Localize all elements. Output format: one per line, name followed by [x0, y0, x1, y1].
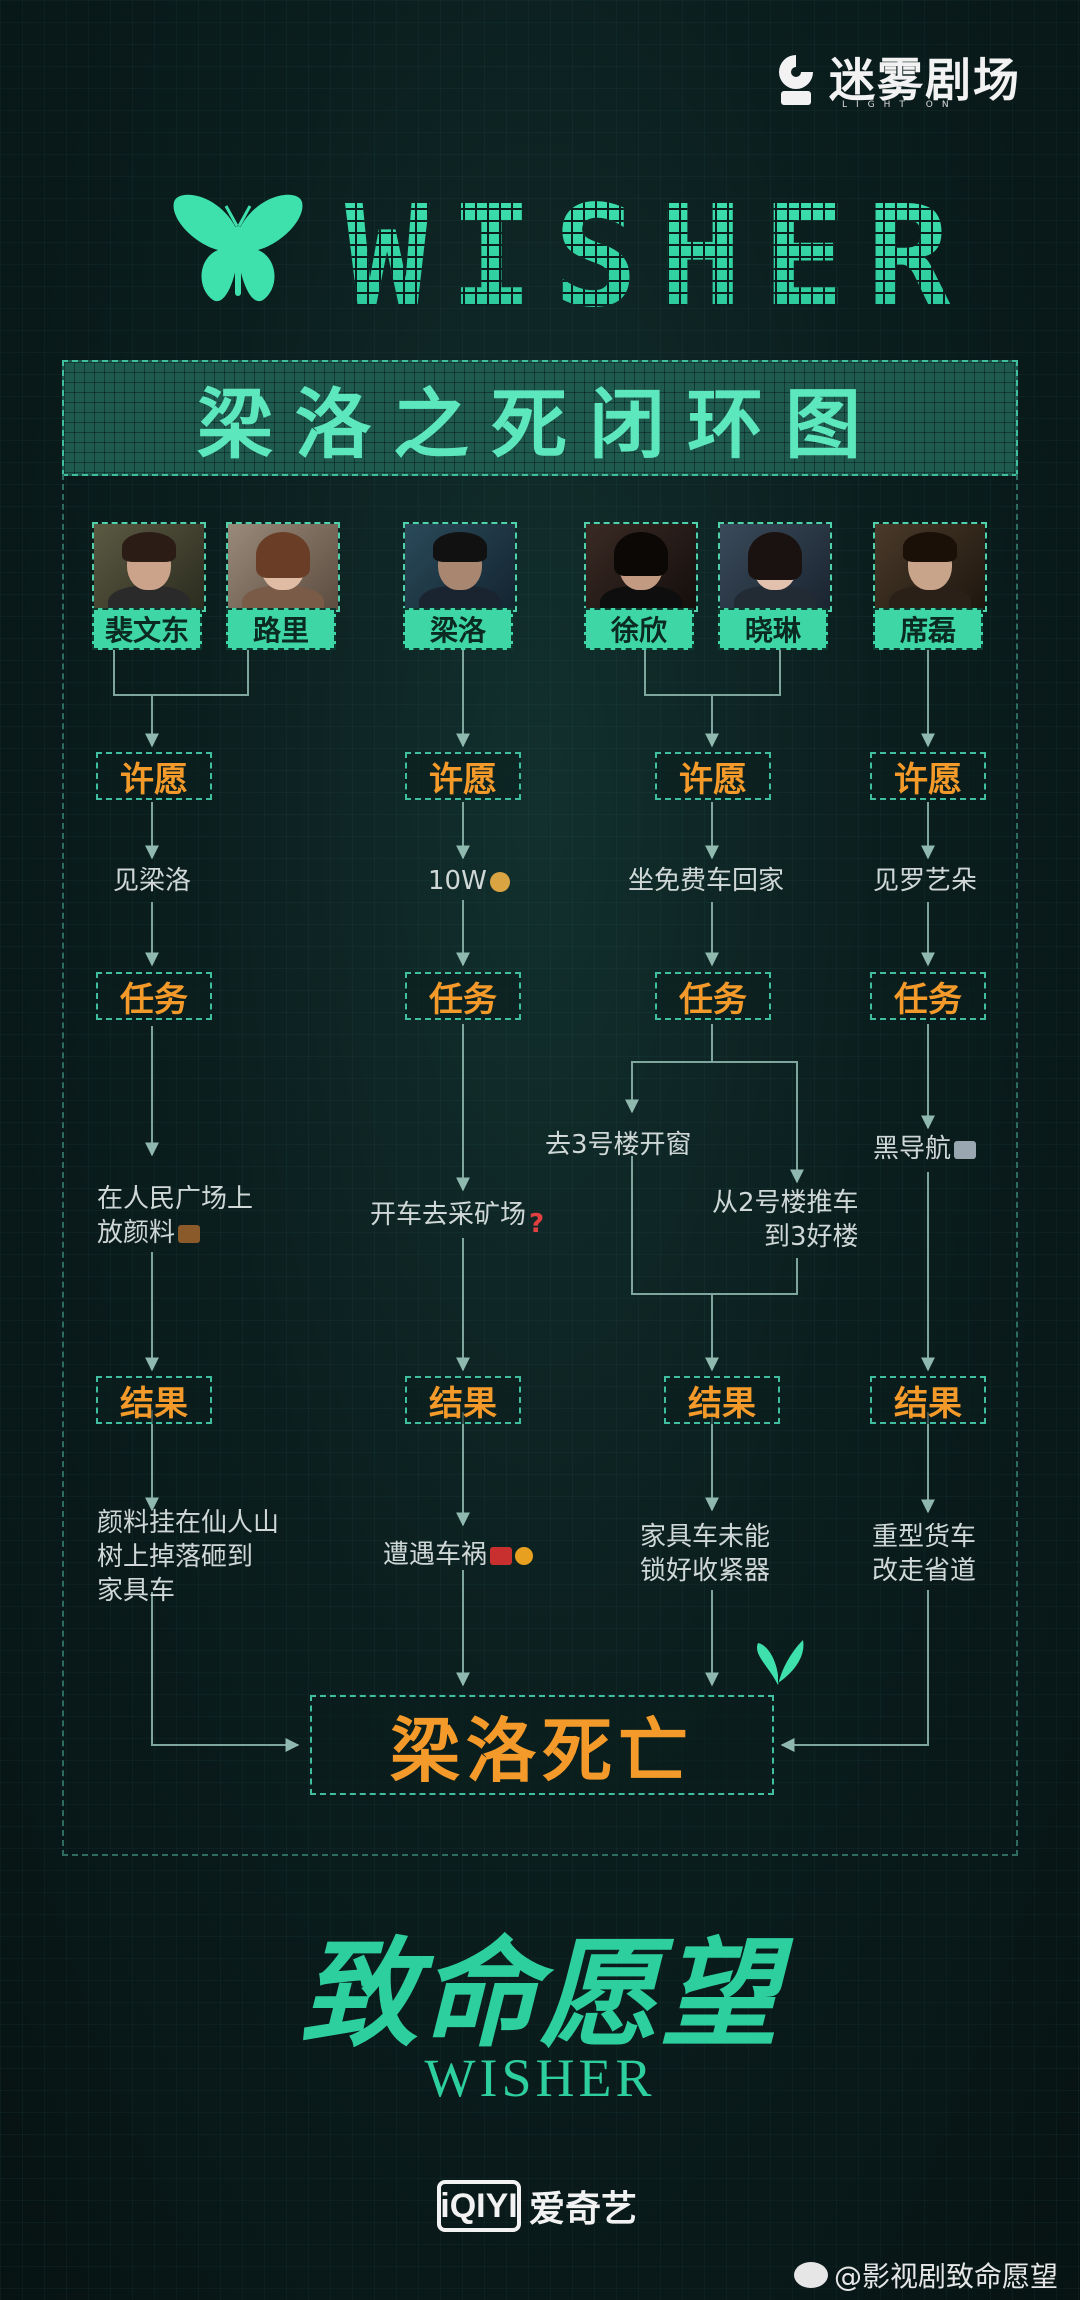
- wish-text-col1: 见梁洛: [113, 866, 192, 896]
- result-label: 结果: [96, 1376, 212, 1424]
- butterfly-small-icon: [748, 1635, 808, 1699]
- character-name: 梁洛: [403, 608, 513, 650]
- brand-name: 迷雾剧场: [829, 53, 1021, 107]
- avatar: [873, 522, 987, 612]
- task-text-col3-a: 去3号楼开窗: [545, 1130, 692, 1160]
- wish-label: 许愿: [96, 752, 212, 800]
- task-text-col1: 在人民广场上 放颜料: [97, 1182, 253, 1250]
- result-line: 家具车: [97, 1576, 176, 1606]
- character-name: 裴文东: [92, 608, 202, 650]
- brand-subtitle: LIGHT ON: [842, 100, 958, 110]
- task-line: 在人民广场上: [97, 1184, 254, 1214]
- brand-mark-icon: [775, 51, 817, 109]
- wish-label: 许愿: [655, 752, 771, 800]
- avatar: [92, 522, 206, 612]
- collision-icon: [515, 1546, 534, 1565]
- character-name: 徐欣: [584, 608, 694, 650]
- watermark: @影视剧致命愿望: [793, 2255, 1058, 2295]
- final-outcome-text: 梁洛死亡: [390, 1709, 694, 1792]
- diagram-frame: [62, 474, 1018, 1856]
- car-icon: [490, 1546, 513, 1565]
- question-mark-icon: ?: [529, 1208, 545, 1239]
- wish-label: 许愿: [870, 752, 986, 800]
- character-name: 晓琳: [718, 608, 828, 650]
- task-line: 从2号楼推车: [712, 1188, 859, 1218]
- laptop-icon: [954, 1140, 977, 1159]
- final-outcome-box: 梁洛死亡: [310, 1695, 774, 1795]
- task-line: 放颜料: [97, 1216, 253, 1250]
- money-bag-icon: [489, 871, 510, 892]
- result-text-col3: 家具车未能 锁好收紧器: [640, 1520, 770, 1588]
- result-line: 家具车未能: [640, 1522, 771, 1552]
- task-text-col4: 黑导航: [873, 1132, 977, 1166]
- result-text-col2: 遭遇车祸: [383, 1538, 534, 1572]
- briefcase-icon: [178, 1224, 201, 1243]
- result-line: 改走省道: [872, 1556, 977, 1586]
- result-label: 结果: [870, 1376, 986, 1424]
- task-label: 任务: [405, 972, 521, 1020]
- show-title-cn: 致命愿望: [299, 1924, 780, 2063]
- butterfly-icon: [168, 188, 308, 322]
- wish-text-col2: 10W: [428, 864, 510, 898]
- result-line: 树上掉落砸到: [97, 1542, 254, 1572]
- result-text-col4: 重型货车 改走省道: [872, 1520, 976, 1588]
- task-line: 到3好楼: [764, 1222, 859, 1252]
- platform-logo: iQIYI 爱奇艺: [437, 2180, 637, 2232]
- flow-connectors: [113, 650, 935, 1752]
- iqiyi-logo-icon: iQIYI: [437, 2180, 521, 2232]
- diagram-title: 梁洛之死闭环图: [197, 380, 883, 469]
- avatar: [403, 522, 517, 612]
- weibo-icon: [793, 2262, 828, 2288]
- character-name: 席磊: [873, 608, 983, 650]
- character-name: 路里: [226, 608, 336, 650]
- task-label: 任务: [96, 972, 212, 1020]
- watermark-text: @影视剧致命愿望: [833, 2260, 1058, 2293]
- result-line: 重型货车: [872, 1522, 977, 1552]
- task-text-col3-b: 从2号楼推车 到3好楼: [708, 1186, 859, 1254]
- brand-logo: 迷雾剧场: [775, 45, 1021, 115]
- avatar: [584, 522, 698, 612]
- show-title-en: WISHER: [424, 2048, 656, 2108]
- avatar: [718, 522, 832, 612]
- wish-label: 许愿: [405, 752, 521, 800]
- result-label: 结果: [405, 1376, 521, 1424]
- task-label: 任务: [870, 972, 986, 1020]
- result-line: 颜料挂在仙人山: [97, 1508, 280, 1538]
- show-logo: 致命愿望 WISHER: [0, 1935, 1080, 2109]
- wish-text-col3: 坐免费车回家: [628, 866, 785, 896]
- task-label: 任务: [655, 972, 771, 1020]
- wish-text-col4: 见罗艺朵: [873, 866, 978, 896]
- title-wisher: WISHER: [345, 175, 971, 339]
- result-line: 锁好收紧器: [640, 1556, 771, 1586]
- avatar: [226, 522, 340, 612]
- result-label: 结果: [664, 1376, 780, 1424]
- result-text-col1: 颜料挂在仙人山 树上掉落砸到 家具车: [97, 1506, 279, 1608]
- task-text-col2: 开车去采矿场?: [370, 1200, 545, 1239]
- diagram-banner: 梁洛之死闭环图: [62, 360, 1018, 476]
- platform-name: 爱奇艺: [529, 2189, 638, 2230]
